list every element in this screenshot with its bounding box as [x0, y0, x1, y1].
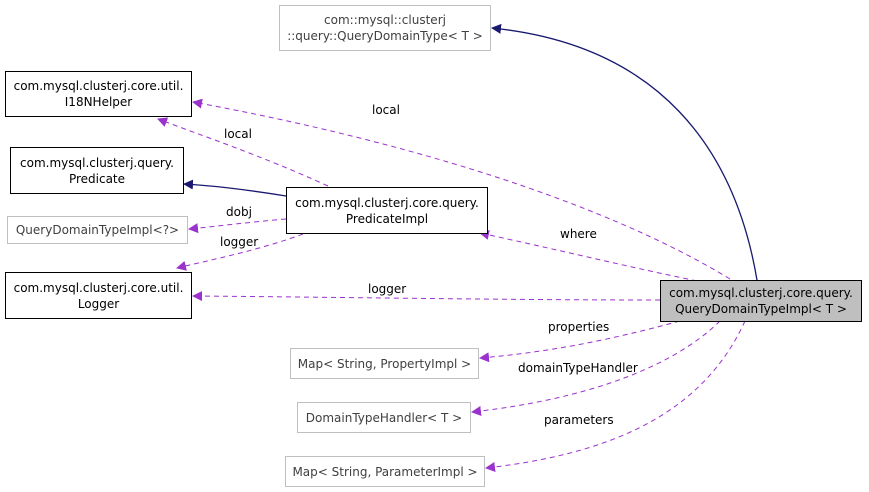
- edge-label-where: where: [560, 227, 597, 241]
- node-logger-line1: com.mysql.clusterj.core.util.: [13, 280, 184, 295]
- node-predicate-impl[interactable]: com.mysql.clusterj.core.query. Predicate…: [286, 187, 488, 234]
- node-query-domain-type-line2: ::query::QueryDomainType< T >: [287, 29, 483, 43]
- node-query-domain-type-impl-wildcard[interactable]: QueryDomainTypeImpl<?>: [7, 216, 188, 244]
- edge-main-logger: [192, 291, 661, 302]
- node-predicate-line2: Predicate: [68, 171, 126, 186]
- node-domain-type-handler[interactable]: DomainTypeHandler< T >: [297, 402, 471, 433]
- node-predicate-line1: com.mysql.clusterj.query.: [20, 155, 174, 170]
- edge-predicateimpl-logger: [176, 233, 304, 271]
- edge-main-to-querydomaintype: [491, 23, 758, 281]
- node-map-parameter-impl-line1: Map< String, ParameterImpl >: [292, 464, 478, 479]
- node-query-domain-type-line1: com::mysql::clusterj: [324, 13, 446, 27]
- edge-label-properties: properties: [548, 320, 610, 334]
- node-i18n-helper-line2: I18NHelper: [64, 95, 133, 109]
- edge-main-properties: [479, 320, 681, 363]
- node-predicate[interactable]: com.mysql.clusterj.query. Predicate: [10, 147, 184, 194]
- node-i18n-helper-line1: com.mysql.clusterj.core.util.: [13, 79, 184, 93]
- edge-label-local-main: local: [372, 103, 400, 117]
- edge-label-local-predicate: local: [224, 127, 252, 141]
- edge-label-logger-main: logger: [368, 282, 407, 296]
- edge-label-domain-type-handler: domainTypeHandler: [518, 361, 638, 375]
- edge-label-logger-predicate: logger: [220, 235, 259, 249]
- edge-main-domaintypehandler: [471, 320, 721, 416]
- node-query-domain-type-impl-line1: com.mysql.clusterj.core.query.: [669, 286, 853, 300]
- edge-label-dobj: dobj: [226, 205, 252, 219]
- edge-predicateimpl-dobj: [188, 218, 287, 234]
- node-domain-type-handler-line1: DomainTypeHandler< T >: [305, 410, 463, 425]
- node-predicate-impl-line2: PredicateImpl: [345, 211, 429, 226]
- node-logger[interactable]: com.mysql.clusterj.core.util. Logger: [5, 272, 192, 319]
- node-query-domain-type[interactable]: com::mysql::clusterj ::query::QueryDomai…: [279, 5, 491, 51]
- node-logger-line2: Logger: [77, 296, 120, 311]
- edge-label-parameters: parameters: [544, 413, 614, 427]
- node-map-parameter-impl[interactable]: Map< String, ParameterImpl >: [285, 456, 485, 487]
- node-predicate-impl-line1: com.mysql.clusterj.core.query.: [295, 195, 479, 210]
- node-map-property-impl-line1: Map< String, PropertyImpl >: [297, 356, 472, 371]
- node-map-property-impl[interactable]: Map< String, PropertyImpl >: [290, 348, 479, 379]
- edge-predicateimpl-local-i18n: [157, 117, 329, 187]
- edge-main-parameters: [485, 320, 746, 472]
- node-query-domain-type-impl[interactable]: com.mysql.clusterj.core.query. QueryDoma…: [660, 280, 862, 322]
- node-i18n-helper[interactable]: com.mysql.clusterj.core.util. I18NHelper: [5, 71, 192, 117]
- edge-main-local-i18n: [192, 98, 731, 280]
- node-query-domain-type-impl-line2: QueryDomainTypeImpl< T >: [675, 302, 847, 316]
- edge-main-where: [479, 229, 698, 282]
- edge-predicateimpl-to-predicate: [183, 179, 287, 197]
- node-query-domain-type-impl-wildcard-line1: QueryDomainTypeImpl<?>: [15, 223, 180, 237]
